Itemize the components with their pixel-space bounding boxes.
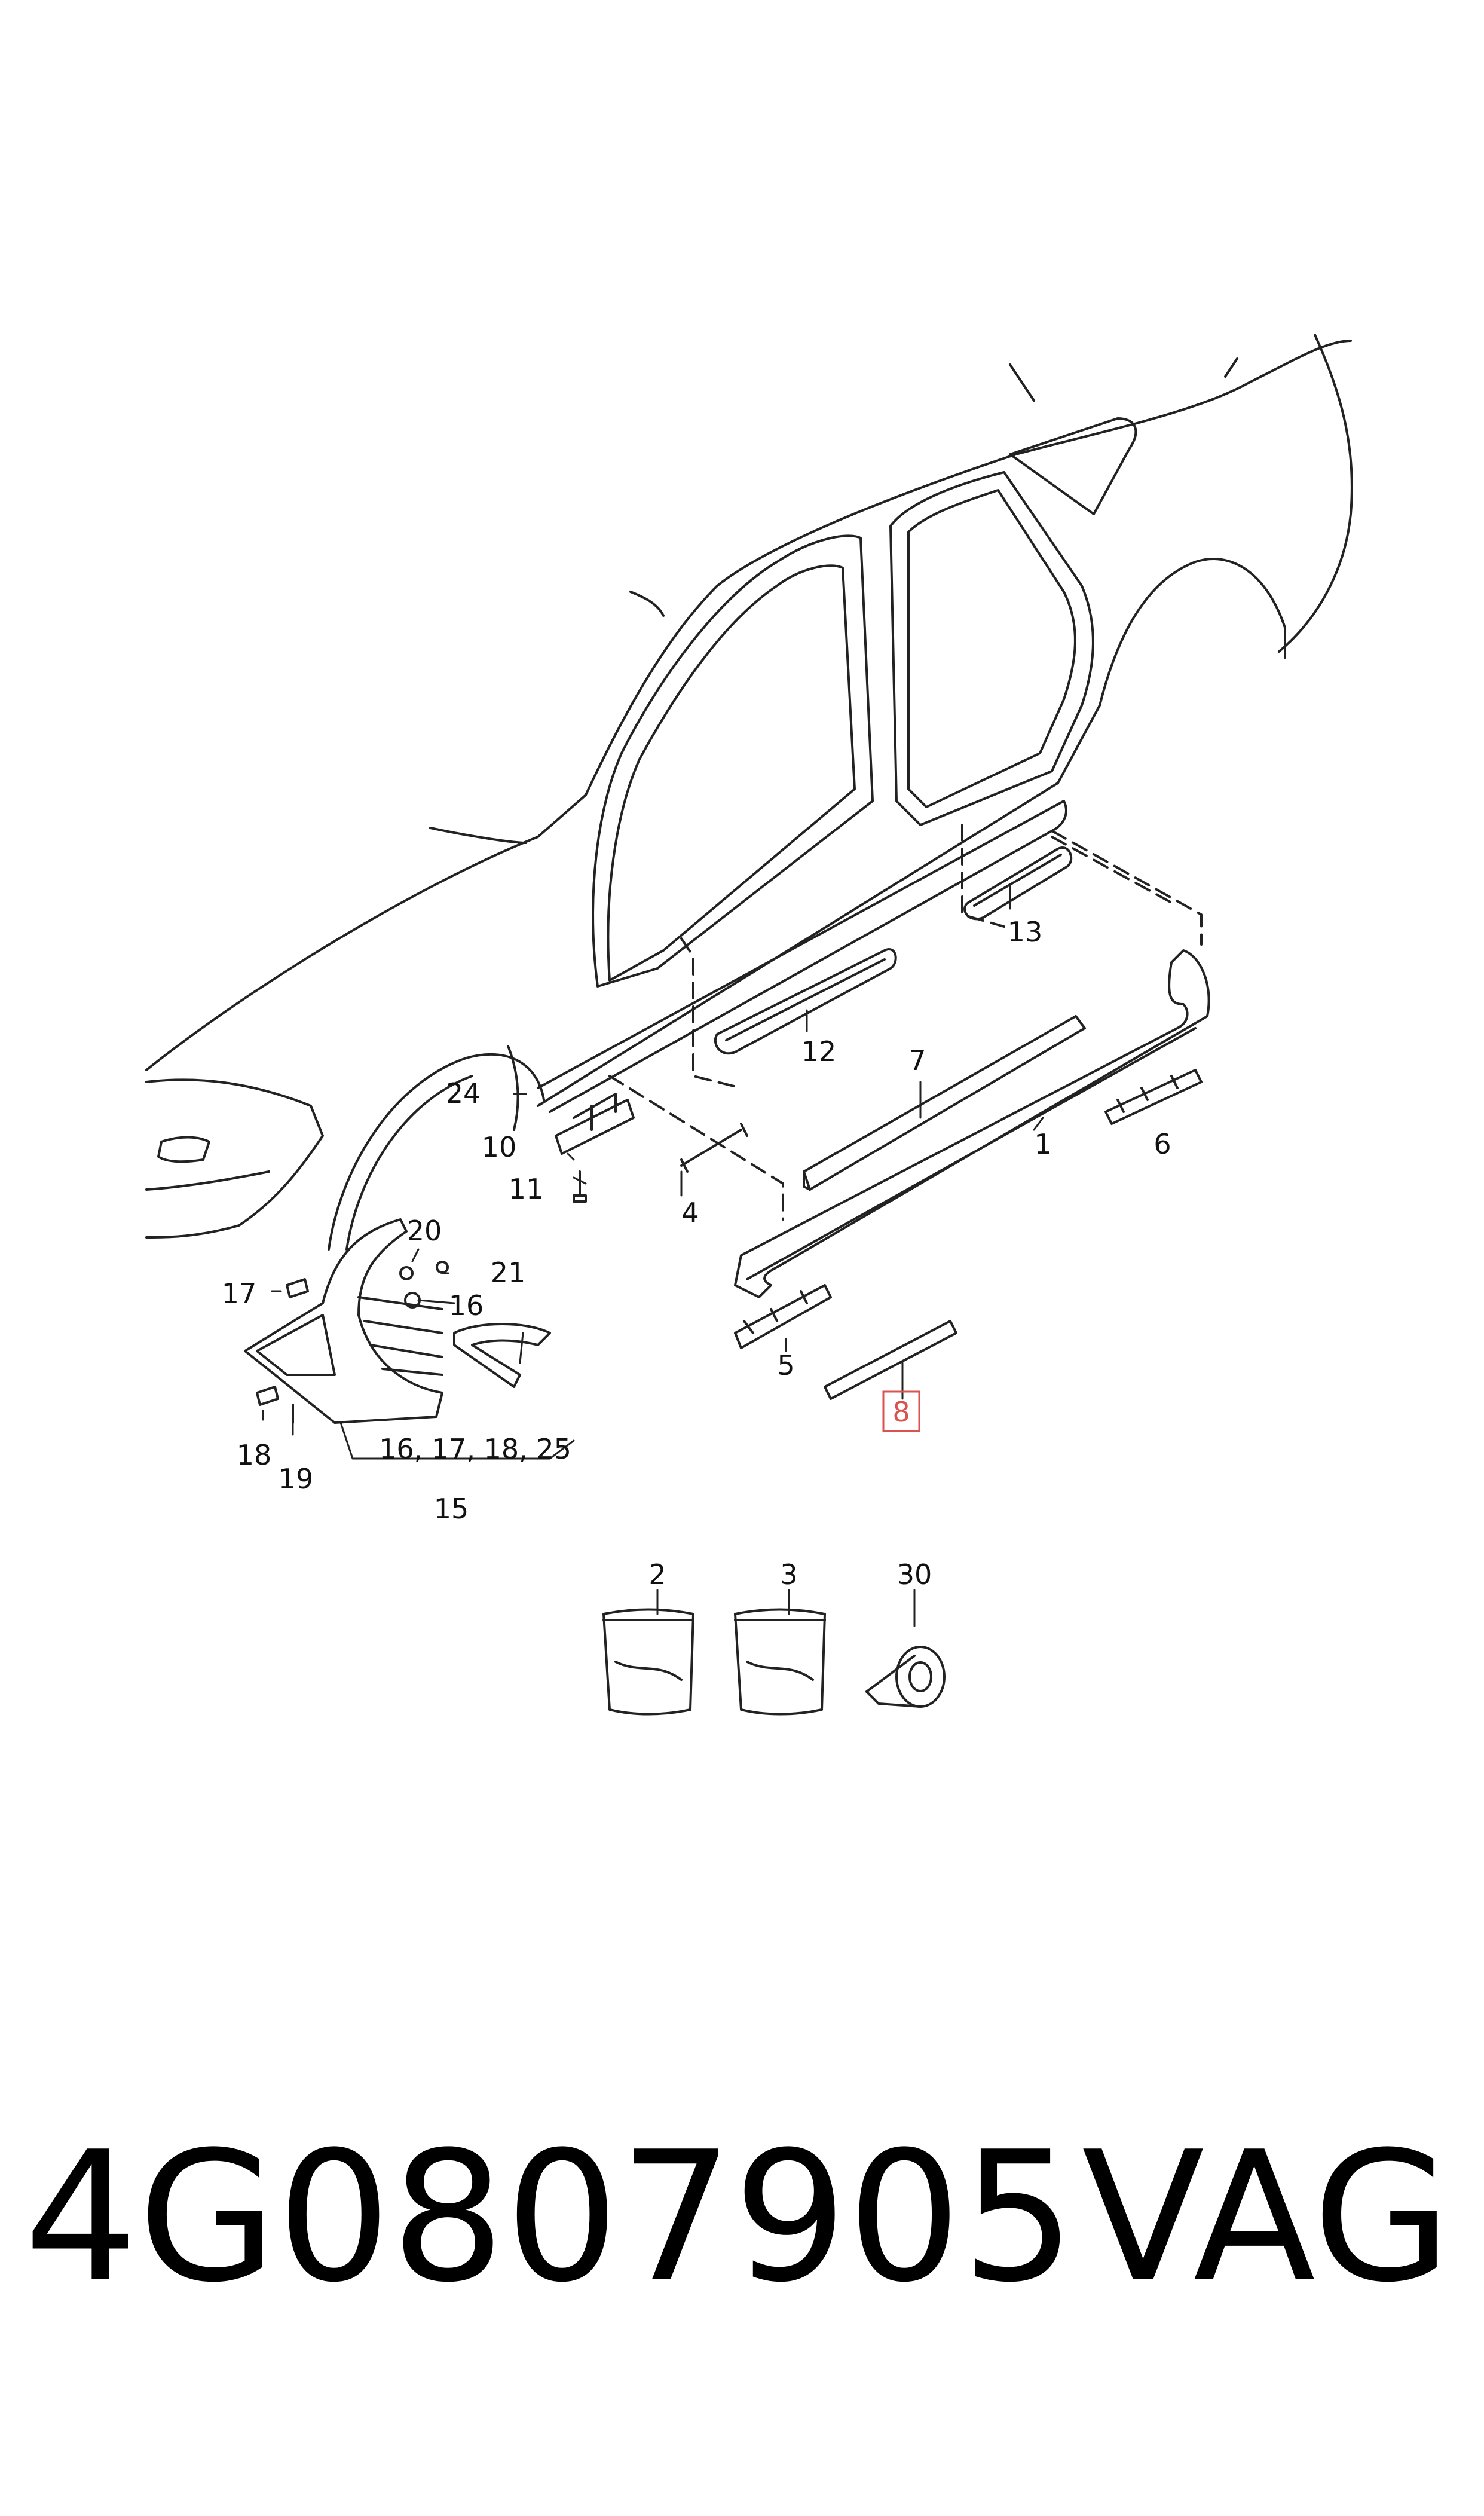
callout-30: 30 [897,1558,932,1591]
callout-leaders [262,883,1044,1627]
bracket-part-6 [1104,1069,1203,1125]
trim-part-24 [507,1045,519,1131]
callout-5: 5 [777,1349,794,1381]
part-number-label: 4G0807905 [24,2113,1076,2322]
callout-16: 16 [449,1289,484,1322]
callout-15: 15 [434,1493,469,1525]
sill-plate-part-13 [963,846,1073,921]
car-body-outline [145,334,1353,1251]
bracket-part-5 [734,1284,832,1349]
tape-roll-part-30 [865,1646,946,1708]
callout-3: 3 [780,1558,797,1591]
bracket-part-10 [555,1093,635,1155]
callout-17: 17 [222,1277,257,1310]
callout-1: 1 [1034,1128,1051,1160]
callout-4: 4 [681,1197,699,1229]
callout-16-17-18-25: 16, 17, 18, 25 [379,1433,571,1465]
sill-panel-part-1 [734,949,1210,1298]
strip-part-7 [803,1015,1086,1191]
brand-label: VAG [1082,2113,1452,2322]
sill-plate-part-12 [714,948,897,1055]
bolt-part-11 [573,1170,587,1203]
callout-18: 18 [237,1439,272,1471]
callout-11: 11 [509,1173,544,1205]
bag-part-3 [734,1608,826,1716]
callout-19: 19 [279,1463,314,1495]
dashed-leaders [608,824,1203,1221]
tape-strip-part-8 [824,1320,957,1400]
callout-2: 2 [648,1558,666,1591]
fasteners-16-21 [256,1261,449,1424]
clip-part-4 [680,1123,748,1173]
callout-12: 12 [801,1035,837,1068]
bag-part-2 [602,1608,694,1716]
callout-7: 7 [908,1044,926,1077]
callout-24: 24 [446,1077,481,1109]
callout-20: 20 [407,1215,442,1247]
callout-10: 10 [482,1131,517,1163]
callout-21: 21 [491,1257,526,1289]
callout-6: 6 [1153,1128,1171,1160]
callout-8-highlight [882,1390,920,1432]
callout-8: 8 [892,1396,910,1428]
liner-part-15 [244,1218,551,1424]
callout-13: 13 [1008,916,1043,948]
